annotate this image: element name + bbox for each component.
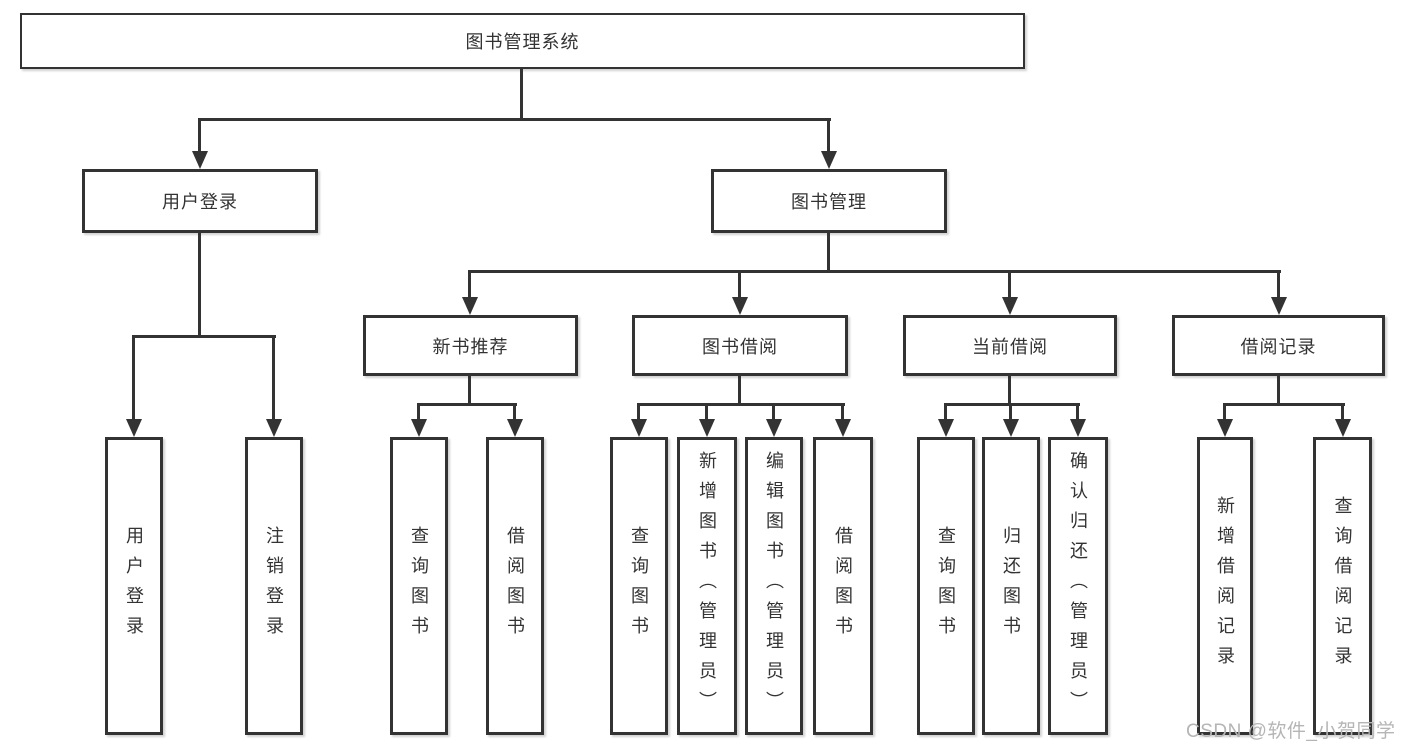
connector-arrowhead <box>1271 297 1287 315</box>
connector-arrowhead <box>732 297 748 315</box>
connector-arrowhead <box>1003 419 1019 437</box>
connector-line <box>944 403 947 423</box>
node-current-borrowing: 当前借阅 <box>903 315 1117 376</box>
connector-line <box>1008 270 1011 300</box>
connector-line <box>468 376 471 406</box>
connector-arrowhead <box>1217 419 1233 437</box>
connector-line <box>468 270 471 300</box>
connector-line <box>1341 403 1344 423</box>
connector-line <box>513 403 516 423</box>
connector-line <box>272 335 275 424</box>
connector-line <box>738 270 741 300</box>
connector-line <box>827 233 830 273</box>
connector-line <box>1277 376 1280 406</box>
leaf-record-query-borrow-record: 查询借阅记录 <box>1313 437 1372 735</box>
leaf-borrow-add-books-admin: 新增图书（管理员） <box>677 437 737 735</box>
connector-arrowhead <box>126 419 142 437</box>
leaf-borrow-edit-books-admin: 编辑图书（管理员） <box>745 437 803 735</box>
connector-line <box>772 403 775 423</box>
connector-arrowhead <box>631 419 647 437</box>
connector-arrowhead <box>1335 419 1351 437</box>
leaf-logout: 注销登录 <box>245 437 303 735</box>
leaf-borrow-query-books: 查询图书 <box>610 437 668 735</box>
connector-line <box>1009 403 1012 423</box>
node-book-management: 图书管理 <box>711 169 947 233</box>
connector-arrowhead <box>938 419 954 437</box>
connector-line <box>1076 403 1079 423</box>
connector-arrowhead <box>821 151 837 169</box>
csdn-watermark: CSDN @软件_小贺同学 <box>1186 721 1396 742</box>
node-book-borrowing: 图书借阅 <box>632 315 848 376</box>
connector-line <box>132 335 135 424</box>
leaf-record-add-borrow-record: 新增借阅记录 <box>1197 437 1253 735</box>
connector-line <box>198 118 831 121</box>
node-borrowing-records: 借阅记录 <box>1172 315 1385 376</box>
connector-arrowhead <box>192 151 208 169</box>
leaf-current-query-books: 查询图书 <box>917 437 975 735</box>
connector-arrowhead <box>699 419 715 437</box>
connector-line <box>469 270 1281 273</box>
leaf-newbook-query-books: 查询图书 <box>390 437 448 735</box>
node-book-management-system: 图书管理系统 <box>20 13 1025 69</box>
connector-arrowhead <box>462 297 478 315</box>
connector-arrowhead <box>1002 297 1018 315</box>
connector-line <box>520 69 523 119</box>
leaf-user-login: 用户登录 <box>105 437 163 735</box>
connector-line <box>418 403 517 406</box>
node-new-book-recommendation: 新书推荐 <box>363 315 578 376</box>
connector-line <box>841 403 844 423</box>
connector-line <box>1223 403 1345 406</box>
connector-line <box>1277 270 1280 300</box>
leaf-current-confirm-return-admin: 确认归还（管理员） <box>1048 437 1108 735</box>
connector-line <box>198 233 201 337</box>
connector-line <box>417 403 420 423</box>
connector-line <box>198 118 201 156</box>
connector-line <box>637 403 845 406</box>
connector-arrowhead <box>411 419 427 437</box>
node-user-login: 用户登录 <box>82 169 318 233</box>
connector-arrowhead <box>1070 419 1086 437</box>
connector-line <box>738 376 741 406</box>
connector-line <box>1008 376 1011 406</box>
connector-line <box>705 403 708 423</box>
leaf-current-return-books: 归还图书 <box>982 437 1040 735</box>
connector-line <box>944 403 1080 406</box>
connector-line <box>133 335 276 338</box>
connector-arrowhead <box>507 419 523 437</box>
leaf-borrow-borrow-books: 借阅图书 <box>813 437 873 735</box>
connector-arrowhead <box>835 419 851 437</box>
connector-line <box>637 403 640 423</box>
connector-line <box>827 118 830 156</box>
connector-arrowhead <box>266 419 282 437</box>
leaf-newbook-borrow-books: 借阅图书 <box>486 437 544 735</box>
connector-arrowhead <box>766 419 782 437</box>
connector-line <box>1223 403 1226 423</box>
